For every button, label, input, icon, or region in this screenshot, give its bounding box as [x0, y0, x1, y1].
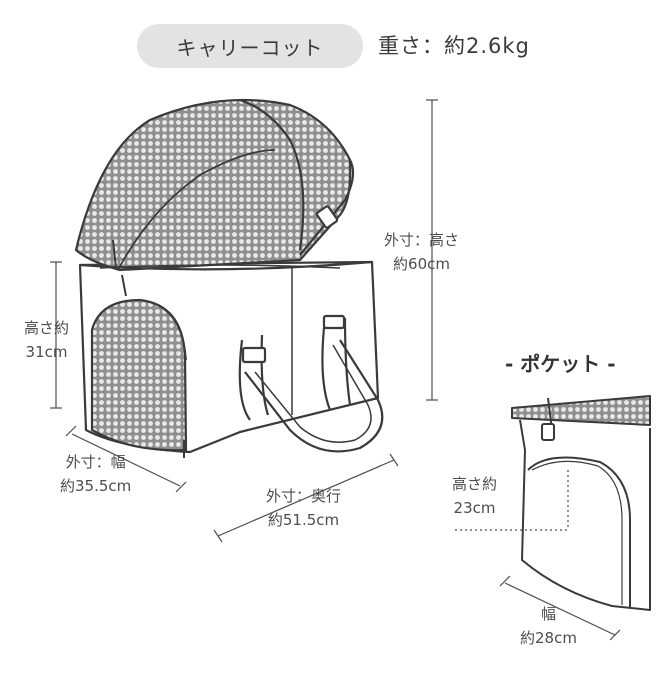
pocket-dimension-lines [455, 470, 621, 641]
hood-panel-back [239, 98, 305, 251]
right-handle [321, 317, 352, 411]
outer-depth-line1: 外寸：奥行 [266, 487, 342, 505]
product-name: キャリーコット [176, 35, 324, 60]
product-name-badge: キャリーコット [137, 24, 363, 68]
front-mesh-window [90, 298, 188, 452]
pocket-width-line1: 幅 [540, 605, 556, 623]
inner-height-label: 高さ約 31cm [24, 316, 69, 364]
pocket-zip-panel [527, 456, 631, 608]
pocket-height-line2: 23cm [453, 499, 496, 517]
pocket-width-line2: 約28cm [520, 629, 577, 647]
outer-height-line1: 外寸：高さ [384, 231, 460, 249]
outer-width-line2: 約35.5cm [60, 477, 132, 495]
outer-depth-label: 外寸：奥行 約51.5cm [266, 484, 341, 532]
outer-height-label: 外寸：高さ 約60cm [384, 228, 459, 276]
pocket-title: - ポケット - [505, 352, 616, 376]
inner-height-line2: 31cm [25, 343, 68, 361]
left-handle [238, 334, 270, 421]
pocket-width-label: 幅 約28cm [520, 602, 577, 650]
outer-width-line1: 外寸：幅 [65, 453, 126, 471]
pocket-height-label: 高さ約 23cm [452, 472, 497, 520]
outer-width-label: 外寸：幅 約35.5cm [60, 450, 131, 498]
pocket-illustration [511, 395, 651, 611]
outer-height-line2: 約60cm [393, 255, 450, 273]
outer-depth-line2: 約51.5cm [267, 511, 340, 529]
inner-height-line1: 高さ約 [24, 319, 70, 337]
pocket-height-line1: 高さ約 [452, 475, 498, 493]
weight-spec: 重さ：約2.6kg [378, 34, 530, 58]
dimension-lines [50, 99, 438, 543]
carrier-body [74, 98, 384, 458]
shoulder-strap [244, 339, 384, 453]
